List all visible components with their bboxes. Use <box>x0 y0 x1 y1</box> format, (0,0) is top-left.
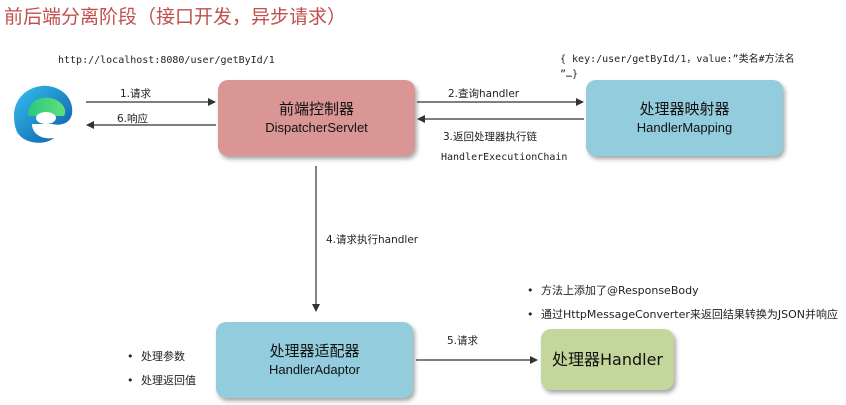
bullet-icon: • <box>127 374 134 387</box>
bullet-icon: • <box>527 308 534 321</box>
arrow-label-request: 1.请求 <box>120 88 152 100</box>
handler-note-text: 方法上添加了@ResponseBody <box>541 284 699 297</box>
bullet-icon: • <box>127 350 134 363</box>
adaptor-en-label: HandlerAdaptor <box>268 362 361 377</box>
mapping-note-line2: ”…} <box>560 69 579 80</box>
mapping-note-line1: { key:/user/getById/1，value:”类名#方法名 <box>560 54 795 65</box>
arrow-label-query-handler: 2.查询handler <box>448 88 520 100</box>
handler-box: 处理器Handler <box>541 329 674 390</box>
adaptor-cn-label: 处理器适配器 <box>269 342 360 360</box>
edge-browser-icon <box>8 80 76 148</box>
dispatcher-en-label: DispatcherServlet <box>265 120 368 135</box>
arrow-label-adaptor-request: 5.请求 <box>447 335 479 347</box>
arrow-label-execute-handler: 4.请求执行handler <box>326 234 419 246</box>
bullet-icon: • <box>527 284 534 297</box>
page-title: 前后端分离阶段（接口开发，异步请求） <box>4 6 347 28</box>
handler-cn-label: 处理器Handler <box>551 349 663 369</box>
request-url: http://localhost:8080/user/getById/1 <box>58 55 275 66</box>
arrow-label-response: 6.响应 <box>117 113 149 125</box>
handler-note-text: 通过HttpMessageConverter来返回结果转换为JSON并响应 <box>541 308 838 321</box>
dispatcher-servlet-box: 前端控制器 DispatcherServlet <box>218 80 415 156</box>
arrow-label-return-chain: 3.返回处理器执行链 <box>443 131 538 143</box>
dispatcher-cn-label: 前端控制器 <box>278 100 354 118</box>
mapping-cn-label: 处理器映射器 <box>639 100 730 118</box>
handler-adaptor-box: 处理器适配器 HandlerAdaptor <box>216 322 413 398</box>
handler-note-item: • 方法上添加了@ResponseBody <box>527 282 699 298</box>
arrow-label-chain-class: HandlerExecutionChain <box>441 152 568 163</box>
handler-mapping-box: 处理器映射器 HandlerMapping <box>586 80 783 156</box>
adaptor-note-item: • 处理返回值 <box>127 372 196 388</box>
mapping-en-label: HandlerMapping <box>636 120 733 135</box>
handler-note-item: • 通过HttpMessageConverter来返回结果转换为JSON并响应 <box>527 306 838 322</box>
adaptor-note-item: • 处理参数 <box>127 348 185 364</box>
adaptor-note-text: 处理返回值 <box>141 374 196 387</box>
adaptor-note-text: 处理参数 <box>141 350 185 363</box>
